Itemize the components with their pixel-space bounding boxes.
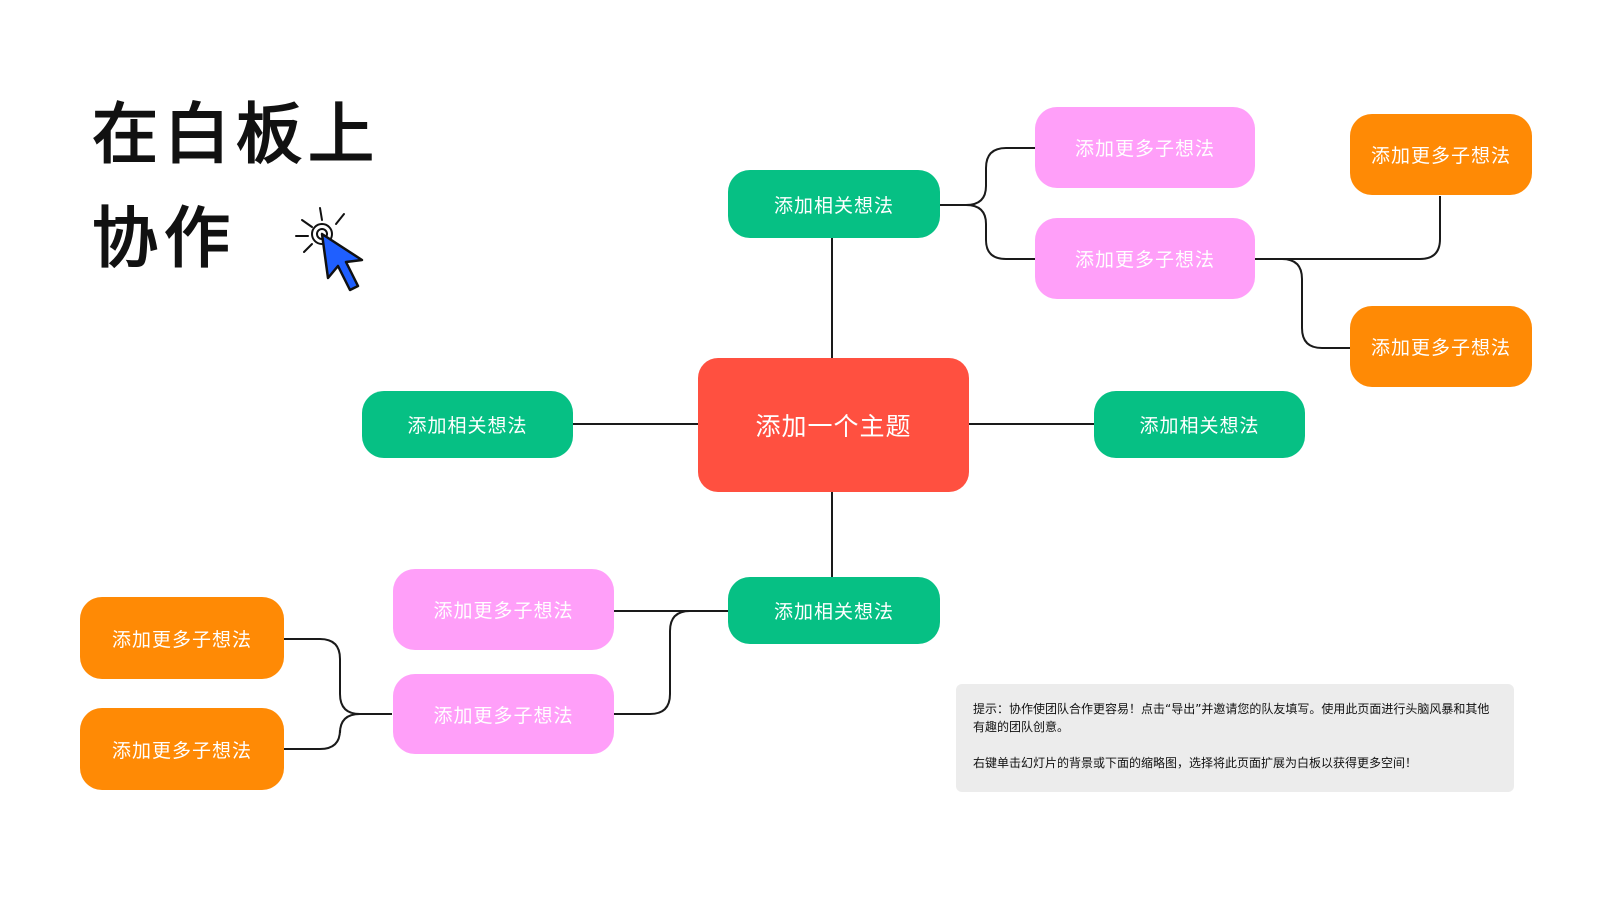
click-cursor-icon [295, 207, 364, 292]
sub-idea-top-2-node[interactable]: 添加更多子想法 [1035, 218, 1255, 299]
connector-bottom-sub-2 [614, 610, 728, 715]
connector-bottom-subsub-2 [284, 713, 392, 750]
sub-idea-bottom-1-node[interactable]: 添加更多子想法 [393, 569, 614, 650]
main-topic-node[interactable]: 添加一个主题 [698, 358, 969, 492]
connector-top-sub-2 [940, 204, 1035, 260]
subsub-idea-bottom-1-node[interactable]: 添加更多子想法 [80, 597, 284, 679]
connector-top-subsub-1 [1254, 196, 1441, 260]
connector-bottom-subsub-1 [284, 638, 392, 715]
sub-idea-bottom-2-node[interactable]: 添加更多子想法 [393, 674, 614, 754]
title-line-2: 协作 [92, 200, 236, 277]
tip-box: 提示：协作使团队合作更容易！点击“导出”并邀请您的队友填写。使用此页面进行头脑风… [956, 684, 1514, 792]
related-idea-left-node[interactable]: 添加相关想法 [362, 391, 573, 458]
subsub-idea-top-1-node[interactable]: 添加更多子想法 [1350, 114, 1532, 195]
connector-top-sub-1 [940, 147, 1036, 206]
sub-idea-top-1-node[interactable]: 添加更多子想法 [1035, 107, 1255, 188]
connector-top-subsub-2 [1254, 258, 1350, 349]
related-idea-top-node[interactable]: 添加相关想法 [728, 170, 940, 238]
related-idea-right-node[interactable]: 添加相关想法 [1094, 391, 1305, 458]
title-line-1: 在白板上 [92, 96, 380, 173]
tip-text-1: 提示：协作使团队合作更容易！点击“导出”并邀请您的队友填写。使用此页面进行头脑风… [973, 702, 1490, 734]
subsub-idea-bottom-2-node[interactable]: 添加更多子想法 [80, 708, 284, 790]
subsub-idea-top-2-node[interactable]: 添加更多子想法 [1350, 306, 1532, 387]
tip-text-2: 右键单击幻灯片的背景或下面的缩略图，选择将此页面扩展为白板以获得更多空间！ [973, 756, 1418, 770]
related-idea-bottom-node[interactable]: 添加相关想法 [728, 577, 940, 644]
